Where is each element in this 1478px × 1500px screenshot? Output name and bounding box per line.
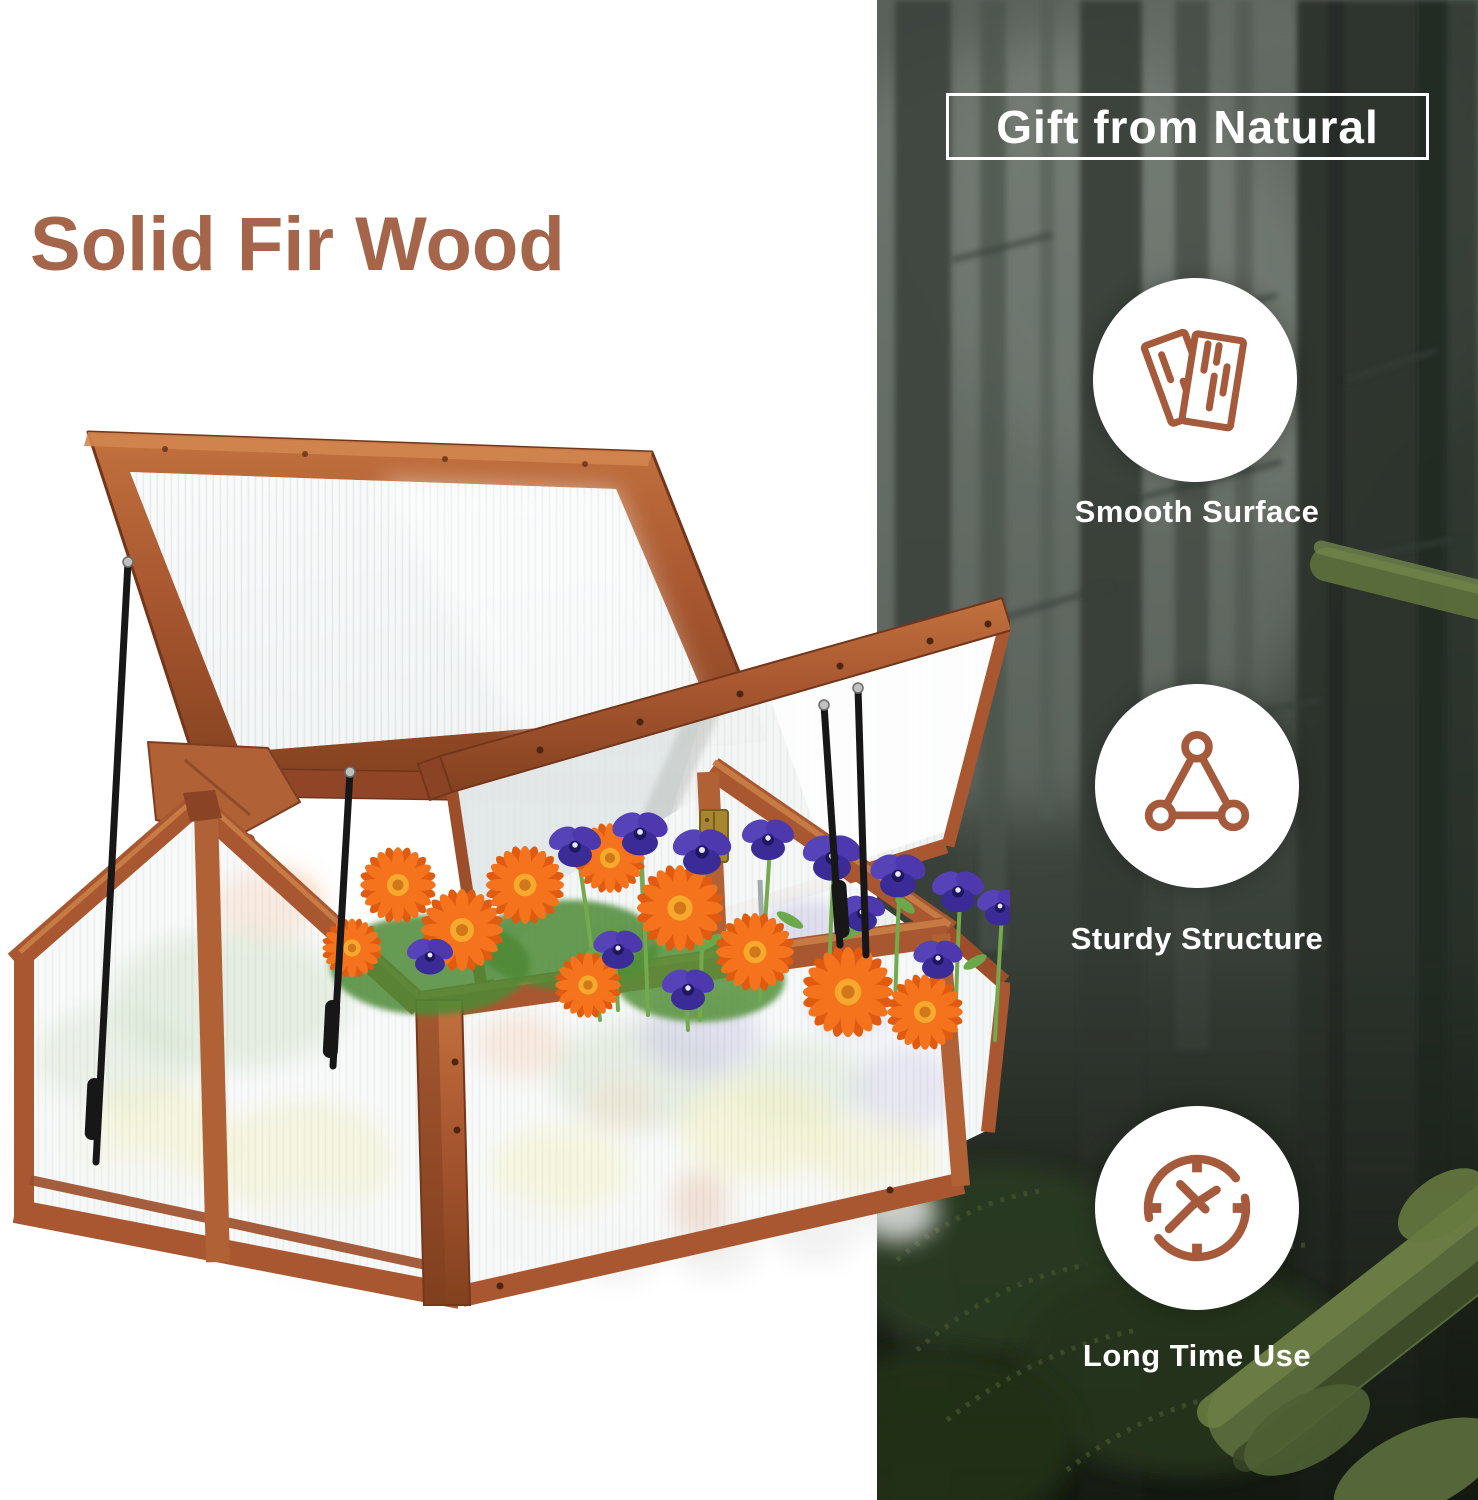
headline: Solid Fir Wood xyxy=(30,201,565,287)
feature-sturdy-structure xyxy=(1095,684,1299,888)
feature-label-smooth-surface: Smooth Surface xyxy=(1074,494,1320,529)
feature-label-long-time-use: Long Time Use xyxy=(1082,1338,1312,1373)
panel-title-box: Gift from Natural xyxy=(946,93,1429,160)
feature-long-time-use xyxy=(1095,1106,1299,1310)
greenhouse-product-photo xyxy=(7,430,1010,1309)
forest-panel: Gift from Natural Smooth Surface xyxy=(877,0,1478,1500)
panel-title: Gift from Natural xyxy=(996,100,1379,153)
clock-dial-icon xyxy=(1143,1154,1251,1262)
triangle-nodes-icon xyxy=(1144,731,1250,832)
wood-boards-icon xyxy=(1140,328,1248,432)
feature-label-sturdy-structure: Sturdy Structure xyxy=(1070,921,1324,956)
feature-smooth-surface xyxy=(1093,278,1297,482)
